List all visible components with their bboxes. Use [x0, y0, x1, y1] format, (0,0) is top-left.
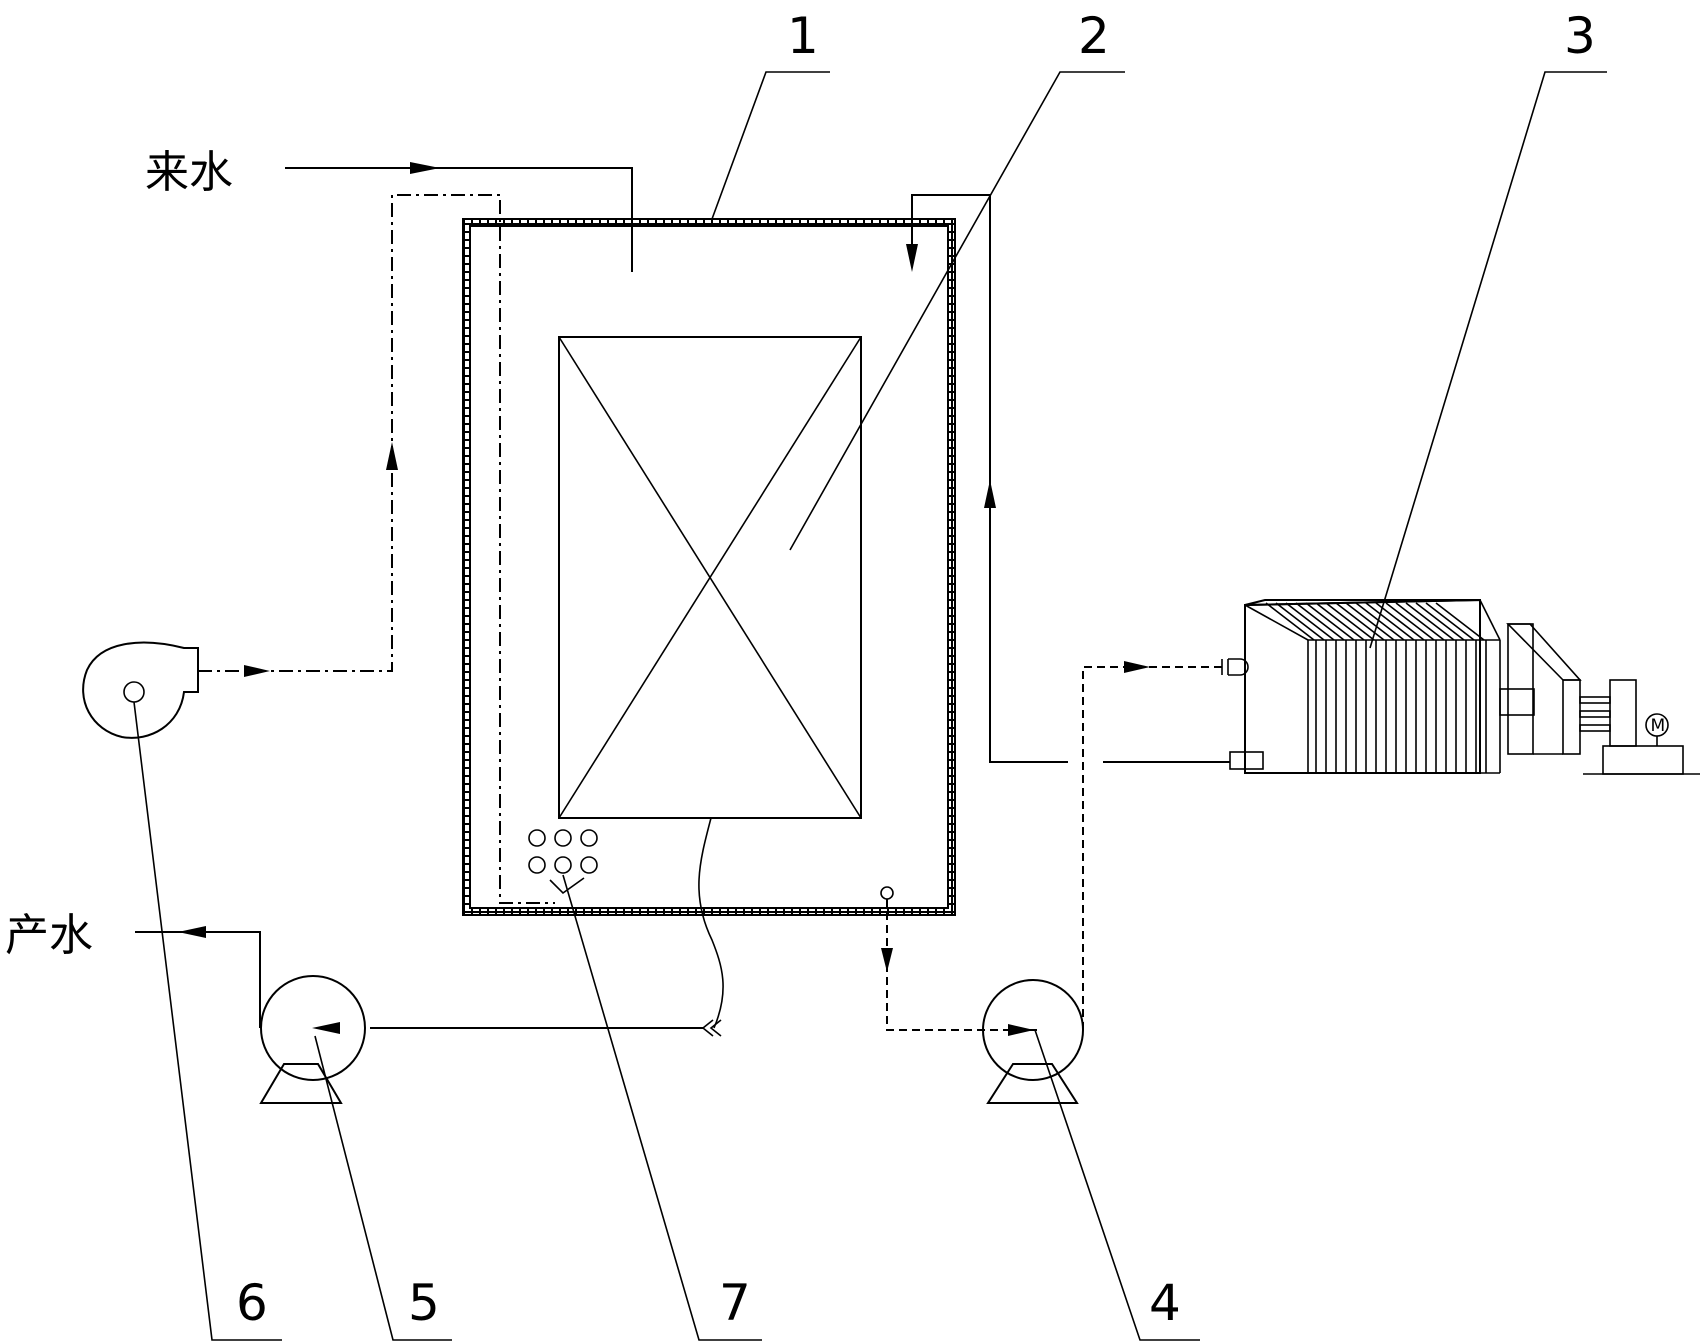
filter-press: M: [1229, 598, 1700, 775]
tank: [462, 218, 956, 916]
callout-2: 2: [1078, 7, 1110, 65]
callout-3: 3: [1564, 7, 1596, 65]
leader-lines: [133, 71, 1607, 1341]
callout-7: 7: [719, 1274, 751, 1332]
arrow-icon: [410, 162, 440, 174]
arrow-right-icon: [1124, 661, 1150, 673]
motor-label: M: [1651, 716, 1666, 736]
blower: [82, 641, 199, 739]
permeate-pump: [259, 975, 366, 1104]
inlet-line: [285, 162, 633, 272]
sludge-line: [880, 658, 1249, 1036]
air-line: [198, 194, 555, 904]
outlet-label: 产水: [5, 910, 93, 961]
permeate-line: [135, 817, 724, 1037]
callout-4: 4: [1149, 1274, 1181, 1332]
arrow-left-icon: [178, 926, 206, 938]
arrow-right-icon: [1008, 1024, 1034, 1036]
arrow-up-icon: [386, 442, 398, 470]
arrow-right-icon: [244, 665, 270, 677]
callout-1: 1: [787, 7, 819, 65]
membrane-module: [558, 336, 862, 819]
aerator: [528, 829, 598, 895]
inlet-label: 来水: [145, 147, 233, 198]
arrow-up-icon: [984, 480, 996, 508]
callout-5: 5: [408, 1274, 440, 1332]
callout-6: 6: [236, 1274, 268, 1332]
arrow-left-icon: [312, 1022, 340, 1034]
sludge-pump: [982, 979, 1084, 1104]
motor-icon: [1645, 713, 1669, 737]
arrow-down-icon: [906, 244, 918, 272]
arrow-down-icon: [881, 948, 893, 972]
